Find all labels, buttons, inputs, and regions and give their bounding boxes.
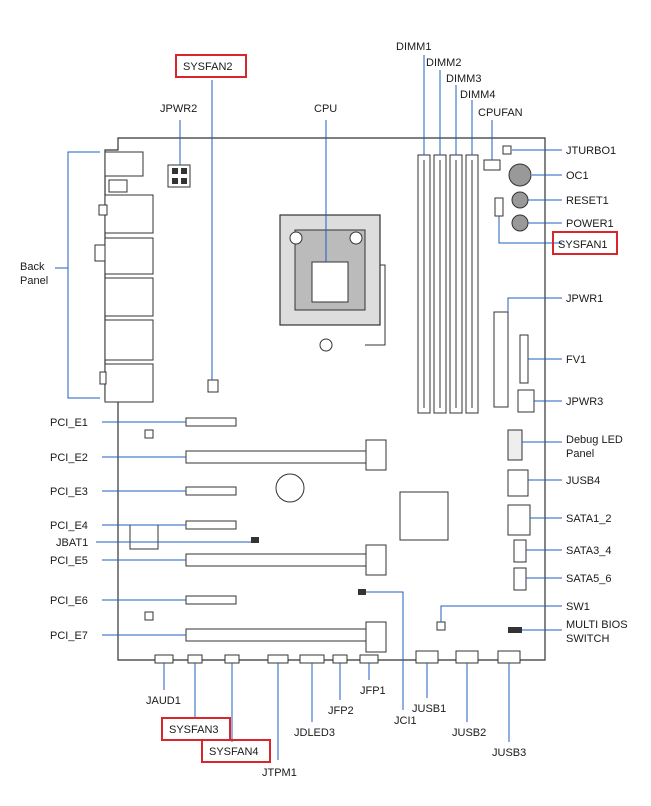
jbat1-jumper xyxy=(251,537,259,543)
label-jtpm1: JTPM1 xyxy=(262,767,297,779)
label-back: Back xyxy=(20,261,45,273)
jci1-header xyxy=(358,589,366,595)
label-pci-e3: PCI_E3 xyxy=(50,486,88,498)
sata5-6-connector xyxy=(513,567,527,591)
label-jfp1: JFP1 xyxy=(360,685,386,697)
label-pci-e6: PCI_E6 xyxy=(50,595,88,607)
jpwr3-connector xyxy=(517,389,535,413)
oc1-button xyxy=(508,163,532,187)
fv1-header xyxy=(519,334,529,384)
cpu-socket xyxy=(279,214,386,352)
label-jci1: JCI1 xyxy=(394,715,417,727)
label-jpwr1: JPWR1 xyxy=(566,293,603,305)
reset1-button xyxy=(511,191,529,209)
label-jaud1: JAUD1 xyxy=(146,695,181,707)
leader-lines xyxy=(55,55,562,760)
label-jbat1: JBAT1 xyxy=(56,537,88,549)
label-pci-e1: PCI_E1 xyxy=(50,417,88,429)
label-cpufan: CPUFAN xyxy=(478,107,523,119)
small-square-2 xyxy=(144,611,154,621)
label-jdled3: JDLED3 xyxy=(294,727,335,739)
pcie-slots xyxy=(185,417,387,653)
highlight-boxes xyxy=(161,54,618,763)
sw1-switch xyxy=(436,621,446,631)
multi-bios-switch xyxy=(508,627,522,633)
label-sata1-2: SATA1_2 xyxy=(566,513,611,525)
jpwr2-connector xyxy=(167,164,191,188)
label-sysfan2: SYSFAN2 xyxy=(183,61,233,73)
label-sysfan3: SYSFAN3 xyxy=(169,724,219,736)
label-debug-led: Debug LED xyxy=(566,434,623,446)
label-jpwr3: JPWR3 xyxy=(566,396,603,408)
label-sysfan4: SYSFAN4 xyxy=(209,746,259,758)
label-pci-e4: PCI_E4 xyxy=(50,520,88,532)
back-panel-connectors xyxy=(94,151,154,403)
jusb4-connector xyxy=(507,469,529,497)
cpufan-header xyxy=(483,159,501,171)
label-jusb4: JUSB4 xyxy=(566,475,600,487)
jturbo1-header xyxy=(502,145,512,155)
label-debug-led-panel: Panel xyxy=(566,448,594,460)
label-sata3-4: SATA3_4 xyxy=(566,545,611,557)
label-multi-bios-switch: SWITCH xyxy=(566,633,609,645)
sysfan1-header xyxy=(494,197,504,217)
label-cpu: CPU xyxy=(314,103,337,115)
sata1-2-connector xyxy=(507,504,531,536)
label-jturbo1: JTURBO1 xyxy=(566,145,616,157)
label-panel: Panel xyxy=(20,275,48,287)
label-sysfan1: SYSFAN1 xyxy=(558,239,608,251)
label-multi-bios: MULTI BIOS xyxy=(566,619,628,631)
label-dimm1: DIMM1 xyxy=(396,41,431,53)
label-power1: POWER1 xyxy=(566,218,614,230)
label-jusb1: JUSB1 xyxy=(412,703,446,715)
debug-led-panel xyxy=(507,429,523,461)
power1-button xyxy=(511,214,529,232)
sysfan2-header xyxy=(207,379,219,393)
label-pci-e7: PCI_E7 xyxy=(50,630,88,642)
bottom-headers xyxy=(154,650,521,664)
chipset xyxy=(399,491,449,541)
label-pci-e5: PCI_E5 xyxy=(50,555,88,567)
label-dimm3: DIMM3 xyxy=(446,73,481,85)
label-dimm2: DIMM2 xyxy=(426,57,461,69)
label-reset1: RESET1 xyxy=(566,195,609,207)
label-jpwr2: JPWR2 xyxy=(160,103,197,115)
label-jfp2: JFP2 xyxy=(328,705,354,717)
battery xyxy=(275,473,305,503)
label-jusb3: JUSB3 xyxy=(492,747,526,759)
label-jusb2: JUSB2 xyxy=(452,727,486,739)
sata3-4-connector xyxy=(513,539,527,563)
jpwr1-connector xyxy=(493,311,509,408)
label-sw1: SW1 xyxy=(566,601,590,613)
small-square-1 xyxy=(144,429,154,439)
dimm-slots xyxy=(417,154,479,414)
label-oc1: OC1 xyxy=(566,170,589,182)
audio-chip xyxy=(129,524,159,550)
label-pci-e2: PCI_E2 xyxy=(50,452,88,464)
label-dimm4: DIMM4 xyxy=(460,89,495,101)
label-sata5-6: SATA5_6 xyxy=(566,573,611,585)
label-fv1: FV1 xyxy=(566,354,586,366)
